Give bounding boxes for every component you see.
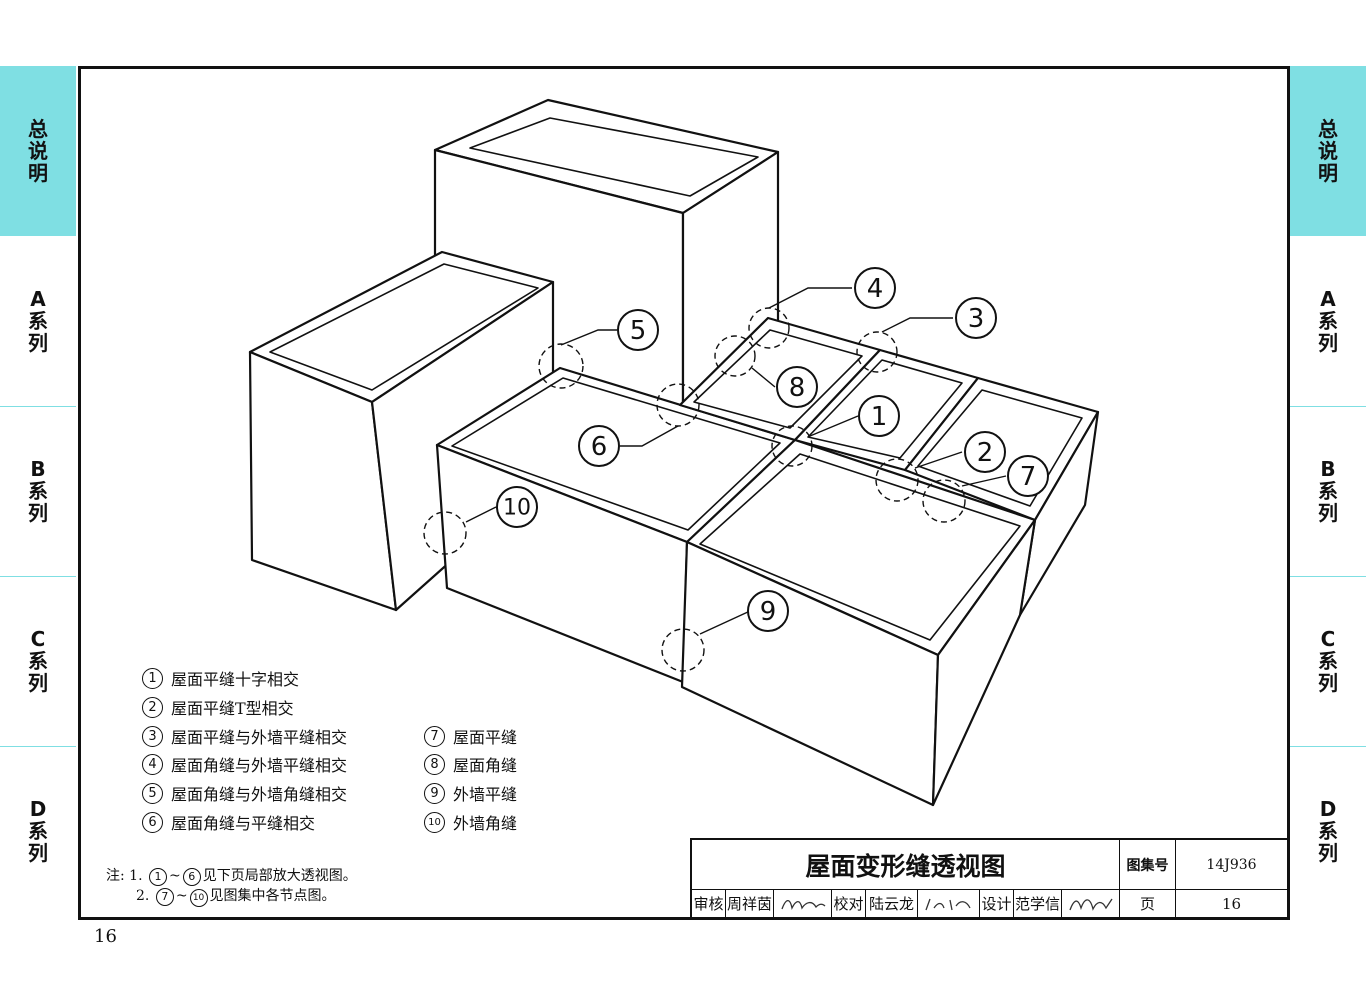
tab-divider <box>0 406 76 407</box>
callout-9: 9 <box>760 597 777 627</box>
signature-mark <box>780 899 825 910</box>
tab-divider <box>0 576 76 577</box>
page-label: 页 <box>1120 890 1176 917</box>
callout-4: 4 <box>867 274 884 304</box>
side-tab-general-left[interactable]: 总说明 <box>0 66 76 236</box>
designer-name: 范学信 <box>1014 890 1062 917</box>
side-tab-general-right[interactable]: 总说明 <box>1290 66 1366 236</box>
callout-3: 3 <box>968 304 985 334</box>
title-block: 屋面变形缝透视图 图集号 14J936 审核 周祥茵 校对 陆云龙 设计 范学信… <box>690 838 1287 917</box>
reviewer-name: 周祥茵 <box>726 890 774 917</box>
tab-divider <box>1290 406 1366 407</box>
page-no: 16 <box>1221 894 1242 913</box>
callout-6: 6 <box>591 432 608 462</box>
tab-divider <box>0 746 76 747</box>
review-label: 审核 <box>692 890 726 917</box>
design-label: 设计 <box>980 890 1014 917</box>
tab-divider <box>1290 576 1366 577</box>
signature-mark <box>924 898 971 910</box>
leader-lines <box>465 287 1007 635</box>
reviewer-signature <box>774 890 832 917</box>
drawing-title: 屋面变形缝透视图 <box>692 840 1120 890</box>
check-label: 校对 <box>832 890 866 917</box>
callout-5: 5 <box>630 316 647 346</box>
atlas-no-label: 图集号 <box>1120 840 1176 890</box>
checker-signature <box>918 890 980 917</box>
drawing-frame <box>78 66 1290 920</box>
page-number: 16 <box>94 926 117 947</box>
atlas-no: 14J936 <box>1176 840 1287 890</box>
callout-2: 2 <box>977 438 994 468</box>
designer-signature <box>1062 890 1120 917</box>
callout-7: 7 <box>1020 462 1037 492</box>
tab-divider <box>1290 746 1366 747</box>
callout-10: 10 <box>503 496 531 521</box>
signature-mark <box>1068 898 1113 911</box>
checker-name: 陆云龙 <box>866 890 918 917</box>
callout-1: 1 <box>871 402 888 432</box>
callout-8: 8 <box>789 373 806 403</box>
callout-bubbles <box>496 267 1049 632</box>
front-right-box <box>680 438 1037 807</box>
detail-circles <box>423 307 966 672</box>
